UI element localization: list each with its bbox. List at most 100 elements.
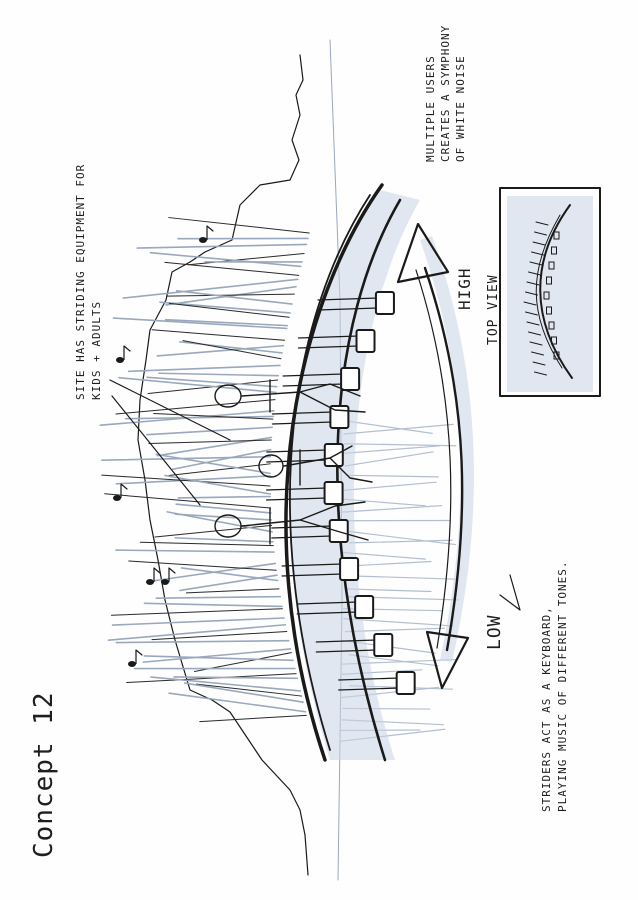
pole-stroke xyxy=(155,595,282,600)
strider-arm xyxy=(297,345,360,349)
music-note-flag xyxy=(123,345,131,352)
music-note-head xyxy=(113,495,121,501)
pole-stroke xyxy=(179,341,283,354)
striding-figures xyxy=(214,379,373,545)
strider-arm xyxy=(271,535,333,539)
music-note-head xyxy=(116,357,124,363)
strider-arm xyxy=(338,687,400,691)
strider-arm xyxy=(282,383,344,387)
pole-stroke xyxy=(101,474,271,487)
strider-arm xyxy=(271,421,333,425)
pole-stroke xyxy=(127,364,281,373)
top-view-label: TOP VIEW xyxy=(486,274,501,345)
low-label: LOW xyxy=(484,614,505,650)
pole-stroke xyxy=(168,463,271,477)
pole-stroke xyxy=(339,505,443,513)
strider-arm xyxy=(282,373,344,377)
arrow-shaft-inner xyxy=(415,269,452,649)
pole-stroke xyxy=(341,445,440,455)
strider-arm xyxy=(338,677,400,681)
top-view-grass-tick xyxy=(526,281,540,286)
pole-stroke xyxy=(145,426,273,436)
pole-stroke xyxy=(175,290,293,305)
pole-stroke xyxy=(168,217,310,234)
top-view-inset xyxy=(499,187,601,397)
strider-pedal xyxy=(329,405,350,429)
arrowhead-high xyxy=(396,222,450,284)
pole-stroke xyxy=(166,293,295,297)
pole-stroke xyxy=(177,495,272,499)
pole-stroke xyxy=(128,560,277,571)
strider-pedal xyxy=(323,443,344,467)
pole-field xyxy=(99,217,460,742)
multiple-users-note-line3: OF WHITE NOISE xyxy=(454,55,467,162)
bridge-mid-arc xyxy=(289,194,371,751)
top-view-grass-tick xyxy=(528,271,541,276)
site-equipment-note-line1: SITE HAS STRIDING EQUIPMENT FOR xyxy=(74,164,87,400)
top-view-frame xyxy=(499,187,601,397)
pole-stroke xyxy=(153,412,274,420)
pole-stroke xyxy=(155,453,271,475)
music-note-flag xyxy=(153,567,161,574)
site-equipment-note-line2: KIDS + ADULTS xyxy=(90,301,103,400)
pole-stroke xyxy=(164,474,271,495)
pole-stroke xyxy=(111,617,285,626)
pole-stroke xyxy=(143,602,283,608)
pole-stroke xyxy=(171,448,272,471)
strider-arm xyxy=(317,307,379,311)
top-view-arc-inner xyxy=(535,214,563,369)
strider-arm xyxy=(281,573,343,577)
top-view-key xyxy=(551,246,557,255)
pole-stroke xyxy=(107,623,287,641)
pole-stroke xyxy=(151,329,285,341)
strider-arm xyxy=(266,449,328,453)
pole-stroke xyxy=(151,630,288,641)
pole-stroke xyxy=(199,714,307,723)
pole-stroke xyxy=(156,344,285,357)
music-notes xyxy=(113,225,214,667)
pole-stroke xyxy=(348,539,453,544)
top-view-grass-tick xyxy=(534,231,547,236)
strider-pedal xyxy=(339,557,360,581)
strider-arm xyxy=(317,297,379,301)
strider-pedal xyxy=(340,367,361,391)
pole-stroke xyxy=(142,648,292,663)
striders-note-line2: PLAYING MUSIC OF DIFFERENT TONES. xyxy=(556,560,569,812)
top-view-grass-tick xyxy=(534,371,547,376)
pole-stroke xyxy=(195,683,303,697)
strider-pedal xyxy=(323,481,344,505)
multiple-users-note-line1: MULTIPLE USERS xyxy=(424,55,437,162)
top-view-keys xyxy=(543,231,560,360)
pole-stroke xyxy=(148,439,272,444)
pole-stroke xyxy=(110,608,283,616)
pole-stroke xyxy=(136,243,308,249)
pole-stroke xyxy=(175,503,272,514)
pole-stroke xyxy=(115,549,275,553)
pole-stroke xyxy=(158,372,280,377)
top-view-key xyxy=(553,351,560,360)
pole-stroke xyxy=(104,493,272,509)
pole-stroke xyxy=(168,302,290,318)
strider-pedal xyxy=(373,633,394,657)
pole-stroke xyxy=(115,399,276,415)
pole-stroke xyxy=(146,376,278,388)
figure-body xyxy=(241,379,366,413)
top-view-grass-tick xyxy=(525,311,538,316)
pole-stroke xyxy=(349,560,432,567)
arrowhead-low xyxy=(425,630,470,690)
music-note-head xyxy=(199,237,207,243)
strider-keys xyxy=(265,291,416,695)
pole-stroke xyxy=(346,474,439,478)
top-view-key xyxy=(546,306,552,315)
pole-stroke xyxy=(179,574,278,592)
top-view-grass-tick xyxy=(525,291,538,296)
pole-stroke xyxy=(118,376,277,394)
strider-arm xyxy=(271,411,333,415)
pole-stroke xyxy=(168,692,307,713)
pole-stroke xyxy=(346,420,433,434)
pole-stroke xyxy=(185,588,280,594)
top-view-key xyxy=(548,321,555,330)
multiple-users-note-line2: CREATES A SYMPHONY xyxy=(439,25,452,162)
pole-stroke xyxy=(139,541,274,547)
